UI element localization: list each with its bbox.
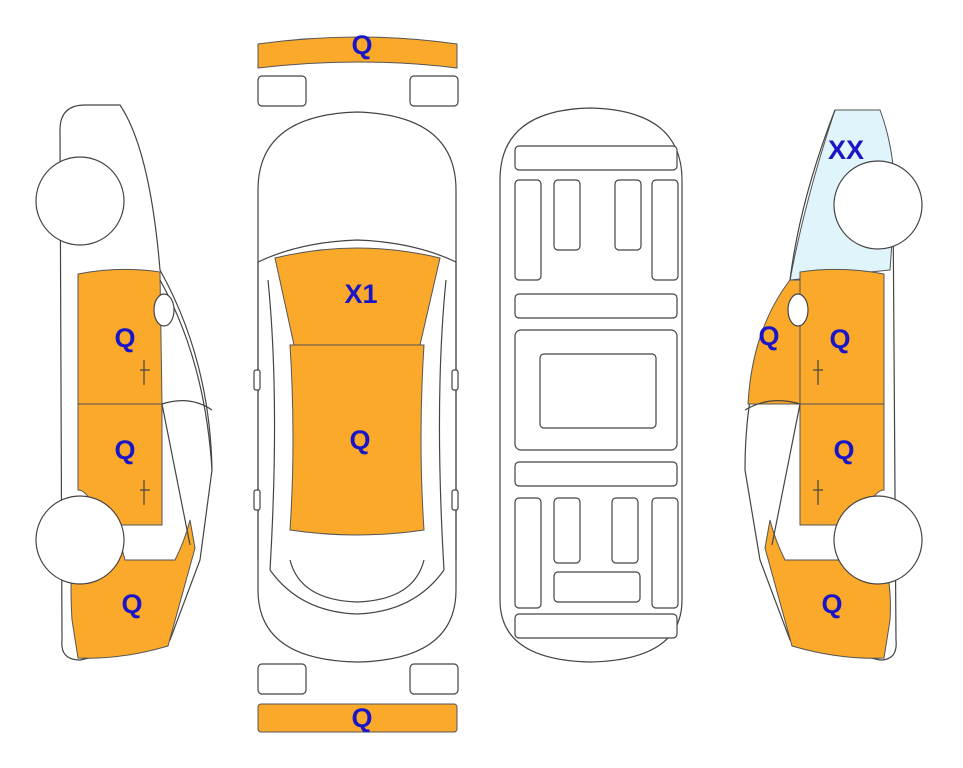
- right-front-wheel: [833, 160, 923, 250]
- roof-label: X1: [344, 279, 377, 309]
- front-bumper[interactable]: [257, 36, 458, 69]
- left-rear-door-label: Q: [114, 435, 135, 465]
- left-rear-wheel: [35, 495, 125, 585]
- left-rear-quarter-label: Q: [121, 589, 142, 619]
- right-rear-door-label: Q: [833, 435, 854, 465]
- right-headlight: [409, 75, 459, 107]
- right-rear-quarter-label: Q: [821, 589, 842, 619]
- left-side-details: [140, 279, 213, 546]
- left-front-wheel: [35, 156, 125, 246]
- right-rear-wheel: [833, 495, 923, 585]
- right-side-details: [744, 293, 823, 546]
- underside-view: [499, 107, 683, 663]
- hood-top-panel[interactable]: [289, 344, 425, 536]
- right-front-door-label: Q: [829, 324, 850, 354]
- left-front-door-label: Q: [114, 323, 135, 353]
- right-taillight: [409, 663, 459, 695]
- roof-panel[interactable]: [274, 247, 441, 346]
- right-hood-side-label: XX: [828, 135, 864, 165]
- front-bumper-label: Q: [351, 30, 372, 60]
- hood-top-label: Q: [349, 425, 370, 455]
- rear-bumper-label: Q: [351, 703, 372, 733]
- left-taillight: [257, 663, 307, 695]
- rear-bumper[interactable]: [257, 703, 458, 733]
- right-front-fender-label: Q: [758, 321, 779, 351]
- left-headlight: [257, 75, 307, 107]
